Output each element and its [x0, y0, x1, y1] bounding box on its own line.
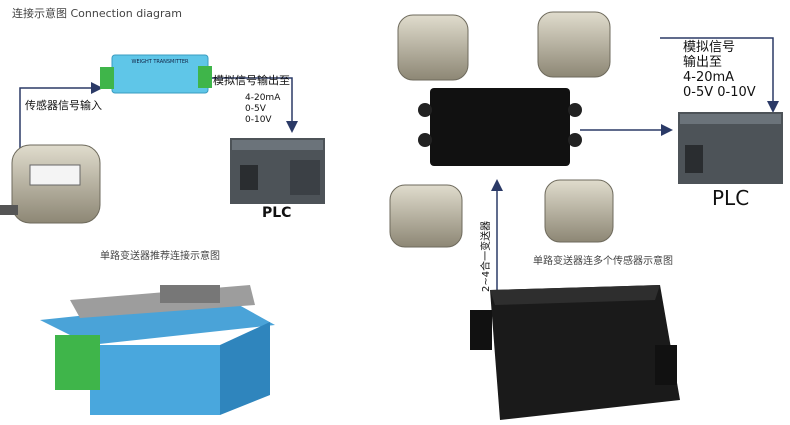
junction-box-image [418, 88, 582, 166]
output-values: 4-20mA 0-5V 0-10V [245, 93, 280, 126]
plc-right-label: PLC [712, 186, 750, 210]
svg-text:WEIGHT TRANSMITTER: WEIGHT TRANSMITTER [132, 59, 189, 65]
plc-right-image [678, 112, 783, 184]
output-value: 0-5V [245, 104, 266, 114]
junction-label: 2~4合一变送器 [481, 220, 492, 292]
plc-label: PLC [262, 205, 292, 221]
output-value: 4-20mA [245, 93, 281, 103]
junction-box-photo-image [470, 285, 680, 420]
right-output-label: 模拟信号 输出至 4-20mA 0-5V 0-10V [683, 40, 756, 100]
plc-image [230, 138, 325, 204]
input-label: 传感器信号输入 [25, 99, 102, 112]
load-cell-image [0, 144, 101, 224]
output-line: 输出至 [683, 55, 723, 70]
output-connection-line [212, 77, 298, 133]
input-connection-line [19, 82, 103, 150]
output-line: 0-5V 0-10V [683, 85, 756, 100]
right-caption: 单路变送器连多个传感器示意图 [533, 256, 673, 267]
output-line: 模拟信号 [683, 40, 736, 55]
transmitter-with-rail-image [40, 285, 275, 415]
arrow-to-plc [580, 37, 779, 136]
load-cell-images [389, 11, 614, 248]
weight-transmitter-image: WEIGHT TRANSMITTER [100, 54, 212, 94]
output-value: 0-10V [245, 115, 272, 125]
diagram-title: 连接示意图 Connection diagram [12, 7, 182, 20]
left-caption: 单路变送器推荐连接示意图 [100, 251, 220, 262]
output-label: 模拟信号输出至 [213, 74, 290, 87]
output-line: 4-20mA [683, 70, 735, 85]
